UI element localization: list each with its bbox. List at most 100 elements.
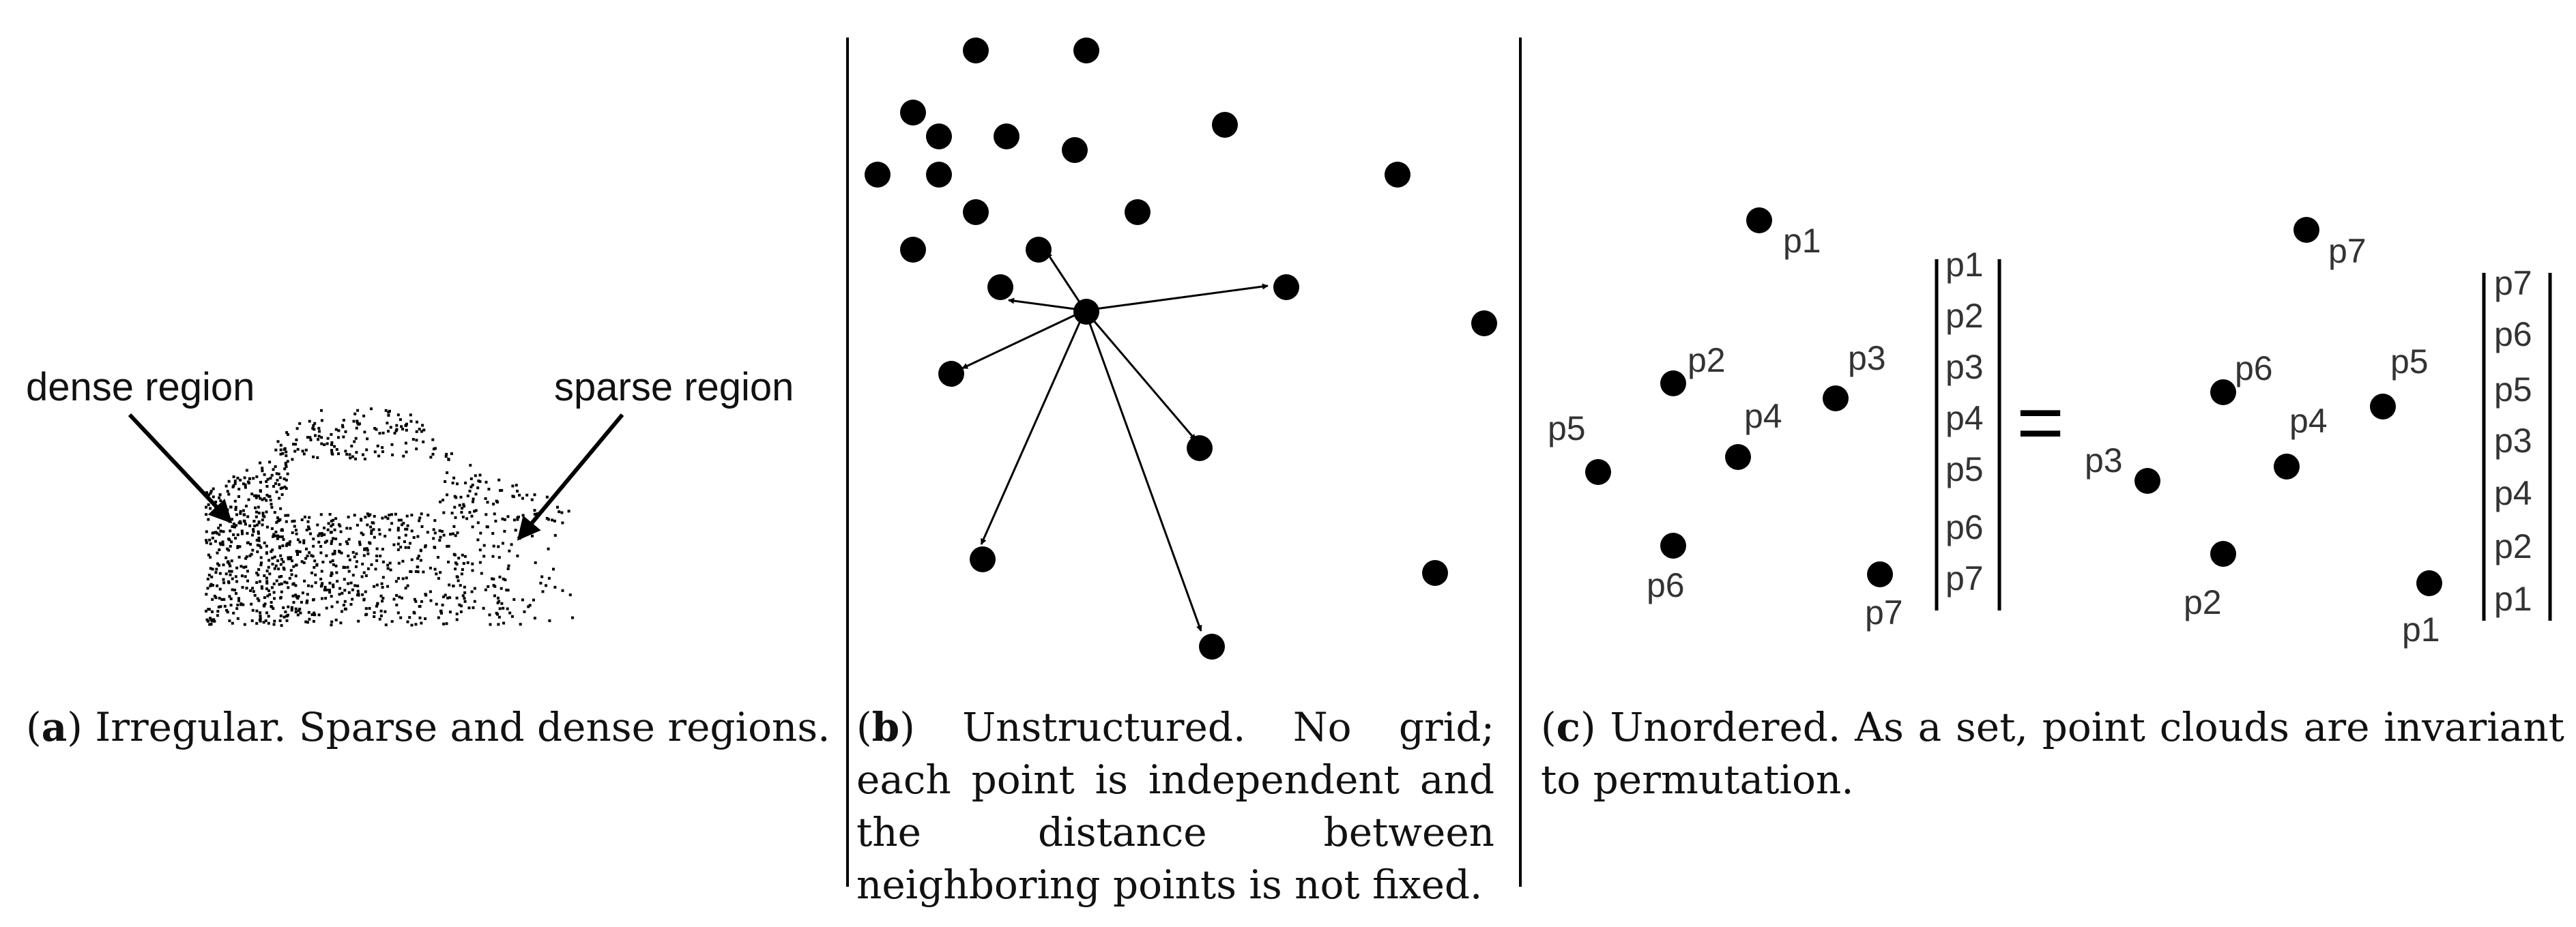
cloud-point	[265, 580, 269, 583]
cloud-point	[482, 606, 485, 610]
neighbor-arrow	[1008, 297, 1086, 312]
cloud-point	[287, 586, 290, 589]
cloud-point	[478, 473, 482, 477]
cloud-point	[259, 481, 262, 484]
cloud-point	[399, 616, 403, 619]
cloud-point	[310, 571, 313, 574]
cloud-point	[225, 608, 229, 612]
cloud-point	[306, 593, 309, 596]
cloud-point	[226, 547, 229, 550]
cloud-point	[255, 572, 259, 574]
cloud-point	[341, 424, 344, 427]
cloud-point	[375, 428, 378, 431]
cloud-point	[445, 622, 448, 626]
cloud-point	[390, 443, 394, 446]
cloud-point	[267, 615, 270, 618]
cloud-point	[435, 572, 438, 576]
cloud-point	[460, 604, 463, 608]
cloud-point	[317, 534, 320, 538]
cloud-point	[246, 531, 249, 535]
cloud-point	[259, 556, 263, 559]
cloud-point	[226, 508, 229, 512]
cloud-point	[274, 448, 278, 452]
cloud-point	[493, 512, 496, 516]
cloud-point	[364, 516, 367, 519]
cloud-point	[291, 559, 293, 563]
cloud-point	[384, 515, 388, 518]
cloud-point	[410, 514, 414, 517]
cloud-point	[333, 445, 336, 448]
cloud-point	[378, 432, 381, 435]
cloud-point	[548, 619, 551, 622]
cloud-point	[272, 533, 276, 536]
cloud-point	[432, 447, 435, 451]
cloud-point	[260, 561, 263, 565]
cloud-point	[298, 550, 302, 553]
point-p3	[1823, 385, 1849, 411]
cloud-point	[521, 514, 525, 517]
cloud-point	[320, 442, 323, 445]
cloud-point	[263, 596, 266, 600]
cloud-point	[351, 455, 355, 458]
right-point-cloud: p7 p6 p5 p3 p4 p2 p1	[2085, 217, 2442, 649]
cloud-point	[502, 621, 506, 625]
cloud-point	[265, 485, 269, 488]
cloud-point	[269, 499, 272, 502]
cloud-point	[291, 531, 294, 534]
cloud-point	[239, 512, 242, 515]
point-p6	[1660, 533, 1686, 559]
cloud-point	[283, 477, 286, 480]
point-p4	[1725, 444, 1751, 470]
cloud-point	[375, 559, 379, 562]
cloud-point	[448, 596, 452, 600]
point	[987, 274, 1013, 300]
cloud-point	[347, 538, 351, 541]
cloud-point	[389, 426, 392, 429]
left-vector-entry: p5	[1945, 450, 1984, 488]
cloud-point	[345, 453, 349, 456]
cloud-point	[298, 607, 302, 610]
cloud-point	[330, 432, 333, 436]
cloud-point	[431, 438, 435, 441]
cloud-point	[379, 594, 383, 598]
cloud-point	[366, 548, 369, 552]
cloud-point	[424, 617, 427, 620]
cloud-point	[321, 561, 325, 563]
cloud-point	[326, 528, 330, 531]
point	[1062, 137, 1088, 163]
cloud-point	[541, 590, 545, 593]
cloud-point	[263, 541, 266, 544]
cloud-point	[306, 436, 309, 439]
cloud-point	[296, 613, 300, 617]
cloud-point	[487, 488, 491, 491]
cloud-point	[416, 570, 420, 574]
cloud-point	[396, 413, 400, 417]
cloud-point	[441, 604, 444, 606]
cloud-point	[247, 498, 250, 501]
cloud-point	[373, 450, 377, 454]
cloud-point	[219, 523, 222, 527]
cloud-point	[442, 533, 446, 537]
cloud-point	[233, 499, 237, 503]
cloud-point	[280, 528, 284, 531]
cloud-point	[230, 570, 233, 573]
cloud-point	[283, 467, 287, 471]
cloud-point	[286, 460, 289, 463]
cloud-point	[295, 438, 298, 441]
cloud-point	[344, 430, 347, 433]
cloud-point	[205, 541, 208, 544]
cloud-point	[312, 538, 315, 541]
cloud-point	[418, 605, 421, 608]
cloud-point	[274, 530, 278, 533]
cloud-point	[268, 572, 272, 576]
cloud-point	[403, 540, 406, 544]
cloud-point	[205, 513, 208, 516]
cloud-point	[356, 409, 360, 412]
cloud-point	[374, 568, 377, 571]
cloud-point	[218, 496, 221, 499]
neighbor-arrow	[1084, 310, 1197, 441]
cloud-point	[519, 623, 522, 626]
cloud-point	[400, 596, 403, 600]
cloud-point	[420, 525, 424, 528]
cloud-point	[209, 555, 212, 559]
